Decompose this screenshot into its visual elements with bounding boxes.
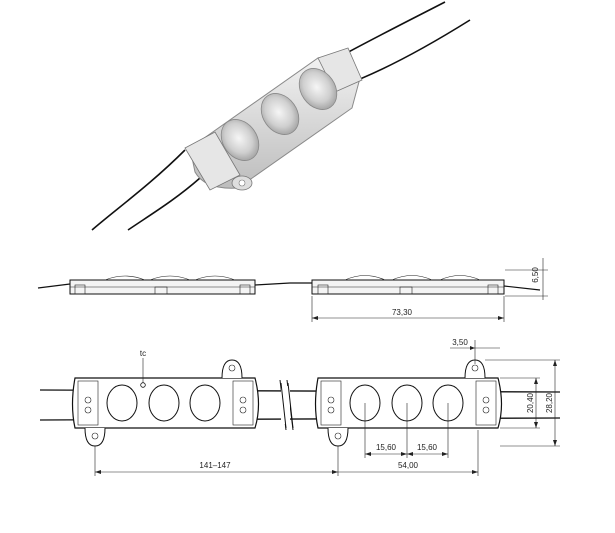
dim-lens-pitch: 15,60 15,60: [365, 443, 448, 456]
top-module-right: [314, 359, 503, 458]
side-view: 6,50 73,30: [37, 258, 548, 322]
dim-length-side: 73,30: [311, 296, 505, 322]
dim-length-side-label: 73,30: [392, 308, 413, 317]
dim-body-length-label: 54,00: [398, 461, 419, 470]
break-marks: [279, 379, 294, 431]
wire-bottom-left: [127, 177, 201, 231]
module-photo: [91, 1, 471, 231]
lens-1: [220, 119, 260, 161]
lens-left-3: [189, 384, 221, 422]
dim-lens-pitch-2-label: 15,60: [417, 443, 438, 452]
dim-lens-pitch-1-label: 15,60: [376, 443, 397, 452]
lens-2: [260, 93, 300, 135]
dim-height-side: 6,50: [505, 258, 548, 300]
lens-3: [298, 68, 338, 110]
dim-hole-offset-label: 3,50: [452, 338, 468, 347]
dim-body-width-label: 20,40: [526, 392, 535, 413]
side-module-right: [290, 275, 541, 295]
dim-total-width: 28,20: [485, 359, 560, 447]
wire-bottom-right: [344, 19, 471, 86]
tc-label: tc: [140, 349, 146, 358]
dim-height-side-label: 6,50: [531, 267, 540, 283]
top-module-left: tc: [71, 349, 260, 447]
side-module-left: [37, 275, 291, 295]
wire-top-left: [91, 149, 186, 231]
top-view: tc: [39, 338, 561, 476]
lens-left-1: [106, 384, 138, 422]
dim-module-spacing-label: 141–147: [199, 461, 231, 470]
dim-body-width: 20,40: [500, 377, 540, 429]
clamp-left: [184, 131, 241, 191]
dim-module-spacing: 141–147: [94, 446, 339, 476]
dim-hole-offset: 3,50: [450, 338, 500, 364]
mounting-hole: [238, 179, 246, 187]
lens-left-2: [148, 384, 180, 422]
dim-body-length: 54,00: [338, 430, 479, 476]
dim-total-width-label: 28,20: [545, 392, 554, 413]
